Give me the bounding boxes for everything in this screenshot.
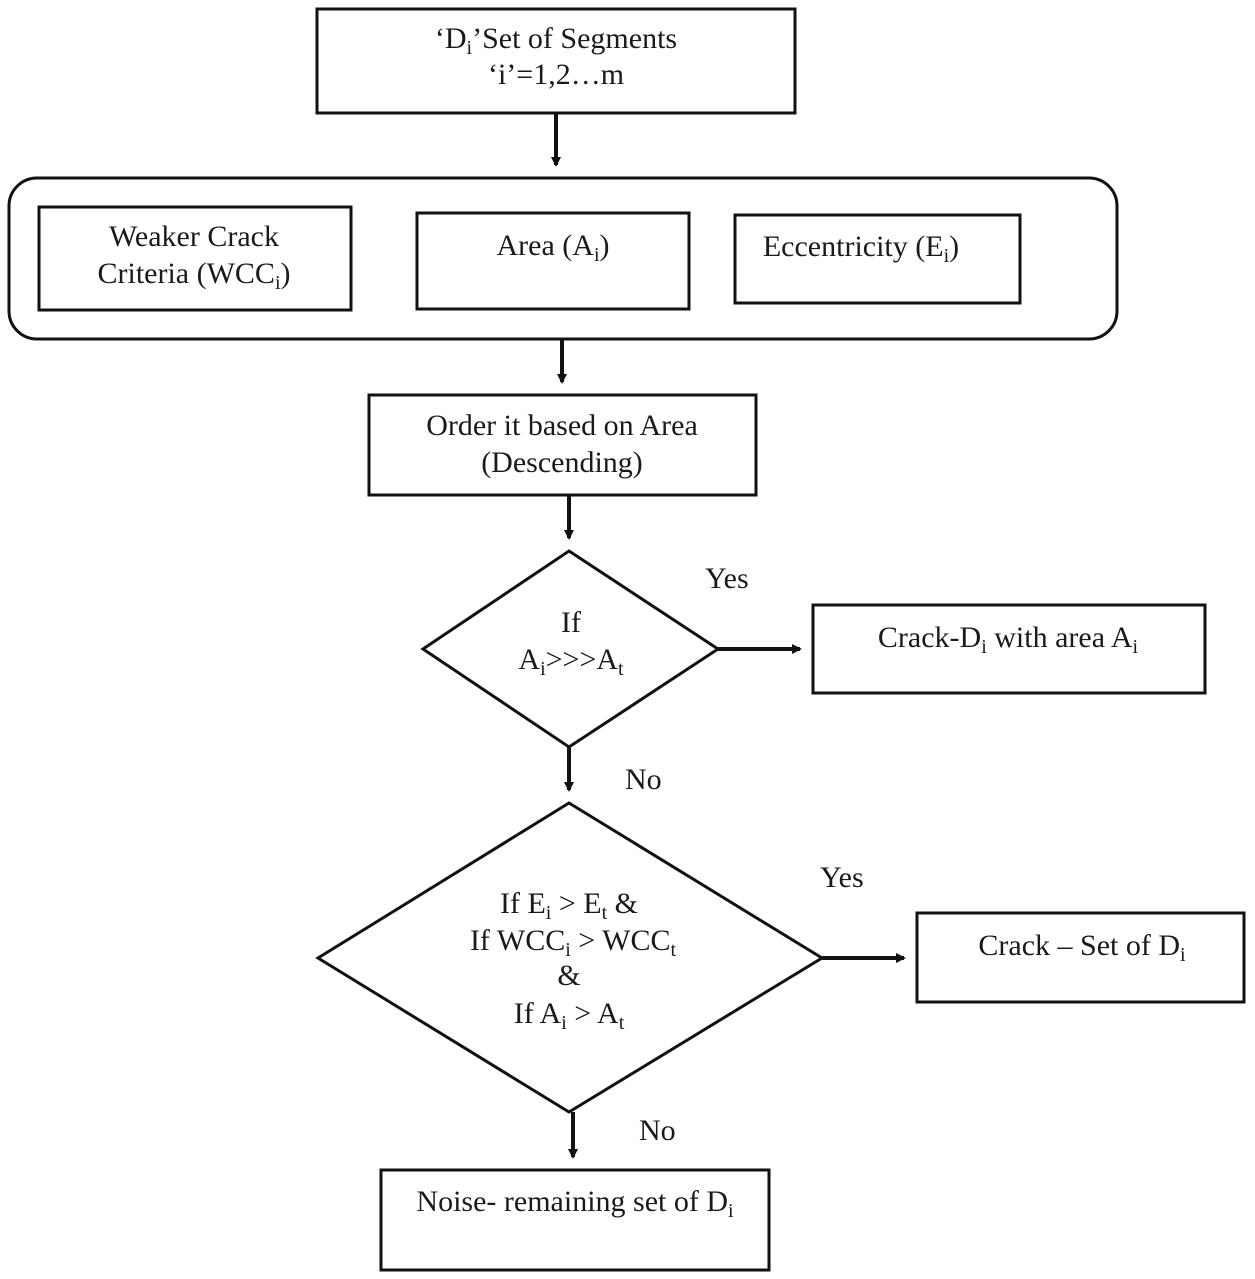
wcc-line2: Criteria (WCCi) — [97, 257, 290, 294]
crack-set-box — [915, 911, 1246, 1004]
segments-set-box — [315, 7, 797, 115]
yes-label-1: Yes — [705, 562, 749, 595]
area-label: Area (Ai) — [496, 229, 609, 266]
decision2-line4: If Ai > At — [514, 997, 625, 1034]
eccentricity-box — [733, 213, 1022, 305]
order-by-area-box — [367, 393, 758, 497]
eccentricity-label: Eccentricity (Ei) — [763, 230, 959, 267]
no-label-2: No — [639, 1114, 676, 1147]
crack-with-area-label: Crack-Di with area Ai — [878, 621, 1139, 658]
segments-set-line2: ‘i’=1,2…m — [488, 58, 624, 91]
weaker-crack-criteria-box — [37, 205, 353, 312]
order-line2: (Descending) — [481, 446, 643, 479]
no-label-1: No — [625, 763, 662, 796]
order-line1: Order it based on Area — [426, 409, 698, 442]
noise-label: Noise- remaining set of Di — [416, 1185, 734, 1222]
decision-multi-criteria — [315, 801, 825, 1114]
decision2-line3: & — [557, 959, 580, 992]
yes-label-2: Yes — [820, 861, 864, 894]
segments-set-line1: ‘Di’Set of Segments — [435, 22, 677, 59]
decision2-line1: If Ei > Et & — [500, 887, 638, 924]
noise-box — [379, 1168, 771, 1272]
area-box — [415, 211, 691, 311]
decision2-line2: If WCCi > WCCt — [470, 924, 677, 961]
wcc-line1: Weaker Crack — [109, 220, 279, 253]
crack-set-label: Crack – Set of Di — [978, 929, 1186, 966]
decision1-line2: Ai>>>At — [518, 643, 624, 680]
crack-with-area-box — [811, 603, 1207, 695]
decision1-line1: If — [561, 606, 581, 639]
